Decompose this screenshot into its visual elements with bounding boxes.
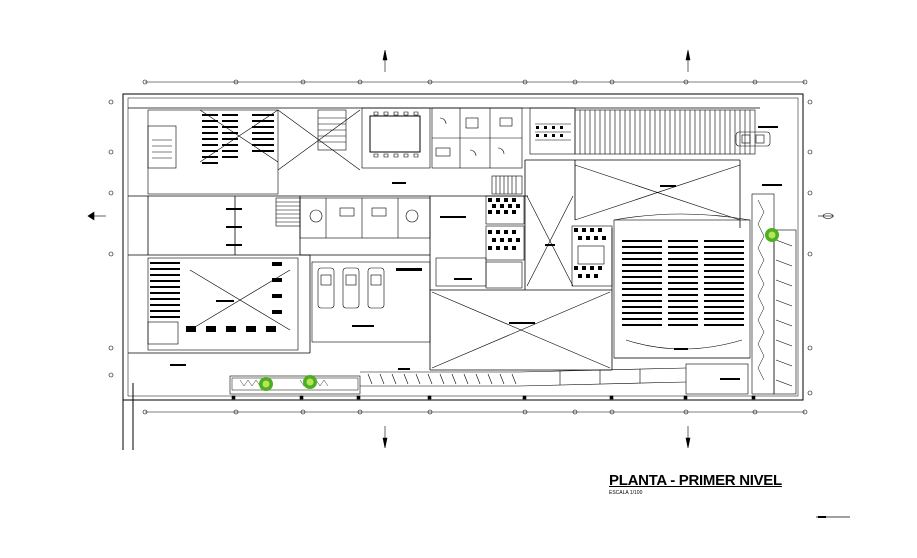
room-top-left	[147, 109, 279, 195]
drawing-scale: ESCALA 1/100	[609, 490, 643, 496]
central-hall	[431, 164, 741, 369]
building-outline	[122, 93, 804, 450]
office-block-top	[431, 107, 523, 169]
title-block: PLANTA - PRIMER NIVEL ESCALA 1/100	[609, 472, 799, 496]
car-top-right	[735, 131, 771, 147]
landscape-planting	[231, 199, 779, 391]
drawing-title: PLANTA - PRIMER NIVEL	[609, 472, 782, 489]
seating-auditorium	[622, 240, 744, 326]
tile-patterns	[488, 126, 606, 278]
office-block-middle	[275, 197, 431, 239]
column-grid	[231, 395, 756, 400]
service-rooms	[435, 175, 613, 289]
section-markers	[87, 49, 834, 449]
room-labels	[170, 126, 782, 380]
stair-ramp-top	[529, 107, 756, 155]
axis-markers-top	[142, 79, 808, 415]
seating-bottom-left	[150, 262, 282, 332]
auditorium	[613, 213, 751, 359]
stair-top-center	[277, 109, 361, 171]
scale-bar-icon	[816, 516, 850, 518]
right-landscape-strip	[751, 193, 797, 395]
conference-room	[361, 107, 431, 169]
seating-top-left	[202, 114, 274, 164]
bottom-strip	[229, 363, 749, 395]
parking-area	[311, 261, 431, 343]
axis-markers-side	[108, 99, 813, 396]
